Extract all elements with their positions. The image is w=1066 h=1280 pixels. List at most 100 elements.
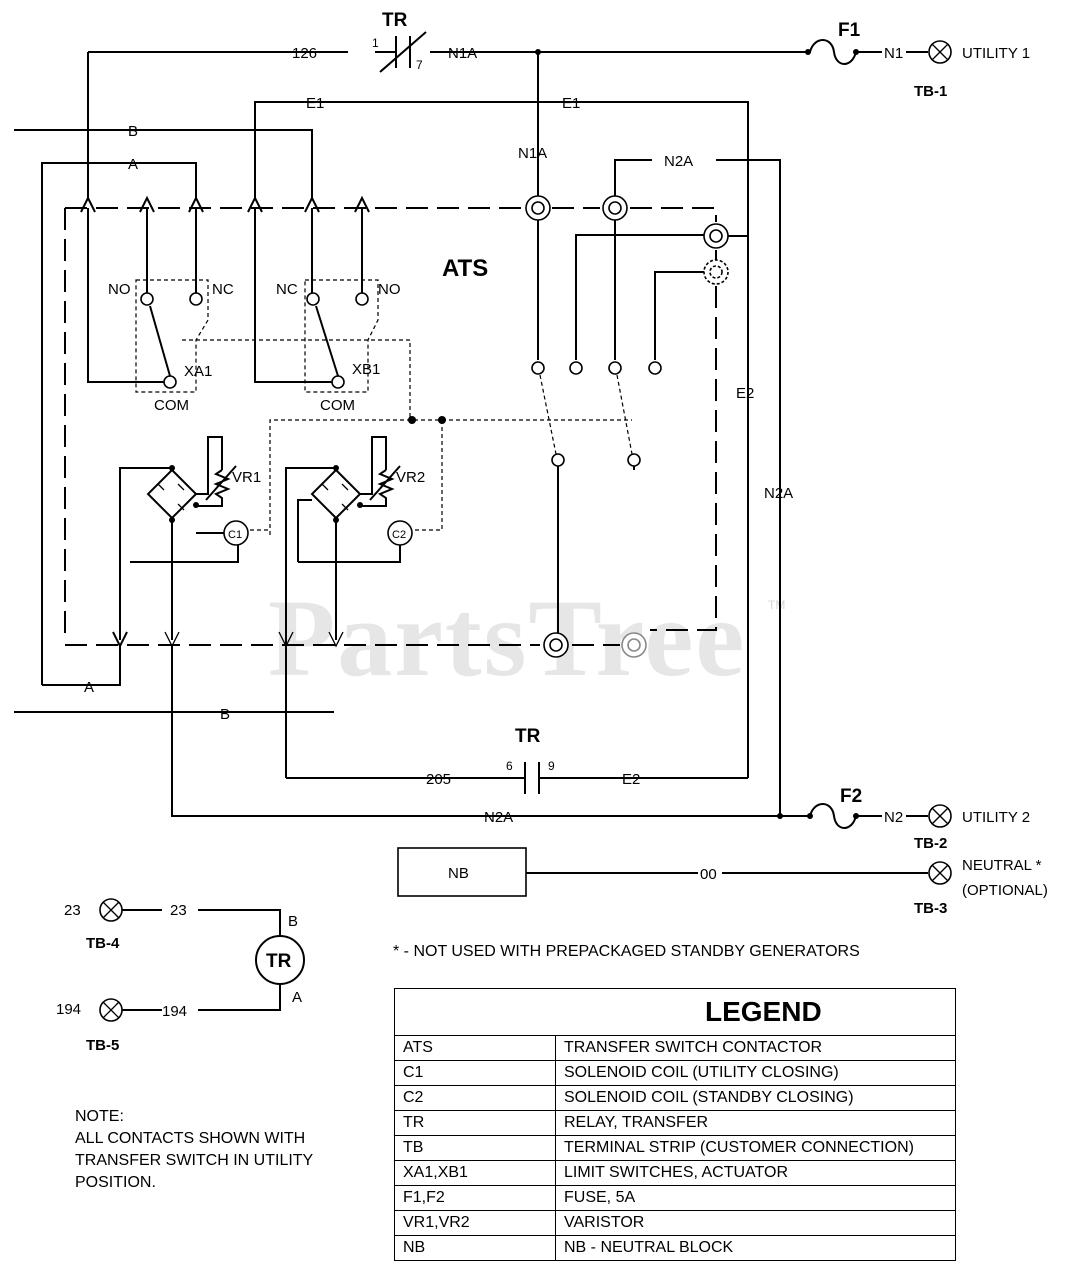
- relay-contact-1-7: [379, 31, 427, 73]
- utility-1-terminal: [928, 40, 952, 64]
- ats-contacts: [442, 361, 662, 634]
- legend-value: SOLENOID COIL (STANDBY CLOSING): [555, 1085, 956, 1111]
- wire-00-label: 00: [700, 866, 717, 883]
- rectifier-vr2-c2: [285, 436, 413, 778]
- legend-key: VR1,VR2: [394, 1210, 556, 1236]
- wire-n2-label: N2: [884, 809, 903, 826]
- neutral-label: NEUTRAL *: [962, 857, 1042, 874]
- legend-value: TRANSFER SWITCH CONTACTOR: [555, 1035, 956, 1061]
- note-line: ALL CONTACTS SHOWN WITH: [75, 1130, 306, 1147]
- legend-key: ATS: [394, 1035, 556, 1061]
- wire-n1a-vertical-label: N1A: [518, 145, 547, 162]
- rectifier-vr1-c1: [119, 436, 249, 640]
- wire-e2-right-label: E2: [736, 385, 754, 402]
- legend-value: SOLENOID COIL (UTILITY CLOSING): [555, 1060, 956, 1086]
- legend-key: F1,F2: [394, 1185, 556, 1211]
- xb1-nc-label: NC: [276, 281, 298, 298]
- legend-value: TERMINAL STRIP (CUSTOMER CONNECTION): [555, 1135, 956, 1161]
- tb-5-terminal-number: 194: [56, 1001, 81, 1018]
- actuator-arrows-top: [80, 195, 370, 213]
- optional-label: (OPTIONAL): [962, 882, 1048, 899]
- legend-key: TR: [394, 1110, 556, 1136]
- utility-1-label: UTILITY 1: [962, 45, 1030, 62]
- wire-n1a-label: N1A: [448, 45, 477, 62]
- tb-1-label: TB-1: [914, 83, 947, 100]
- wire-b-top-label: B: [128, 123, 138, 140]
- legend-value: VARISTOR: [555, 1210, 956, 1236]
- relay-tr-top-label: TR: [382, 10, 408, 31]
- xa1-no-label: NO: [108, 281, 131, 298]
- relay-tr-bottom-label: TR: [515, 726, 541, 747]
- limit-switch-xa1: [87, 208, 209, 393]
- wire-e2-bottom-label: E2: [622, 771, 640, 788]
- wire-194-label: 194: [162, 1003, 187, 1020]
- note-line: TRANSFER SWITCH IN UTILITY: [75, 1152, 314, 1169]
- limit-switch-xb1: [254, 208, 379, 393]
- vr2-label: VR2: [396, 469, 425, 486]
- fuse-f2-label: F2: [840, 786, 862, 807]
- xb1-label: XB1: [352, 361, 380, 378]
- neutral-block-label: NB: [448, 865, 469, 882]
- legend-value: LIMIT SWITCHES, ACTUATOR: [555, 1160, 956, 1186]
- wire-n2a-bottom-label: N2A: [484, 809, 513, 826]
- legend-key: TB: [394, 1135, 556, 1161]
- legend-value: NB - NEUTRAL BLOCK: [555, 1235, 956, 1261]
- wire-e1-left-label: E1: [306, 95, 324, 112]
- wire-e1-right-label: E1: [562, 95, 580, 112]
- wire-n1-label: N1: [884, 45, 903, 62]
- note-title: NOTE:: [75, 1108, 124, 1125]
- wire-126-label: 126: [292, 45, 317, 62]
- xa1-com-label: COM: [154, 397, 189, 414]
- neutral-terminal: [928, 861, 952, 885]
- relay-pin-1: 1: [372, 36, 379, 50]
- relay-coil-b-label: B: [288, 913, 298, 930]
- wire-n2a-top-label: N2A: [664, 153, 693, 170]
- actuator-arrows-bottom: [112, 631, 344, 649]
- wire-a-bottom-label: A: [84, 679, 94, 696]
- legend-title: LEGEND: [394, 988, 956, 1036]
- tb-4-label: TB-4: [86, 935, 120, 952]
- wire-b-bottom-label: B: [220, 706, 230, 723]
- fuse-f1-label: F1: [838, 20, 861, 41]
- footnote: * - NOT USED WITH PREPACKAGED STANDBY GE…: [393, 943, 860, 960]
- wire-a-top-label: A: [128, 156, 138, 173]
- utility-2-label: UTILITY 2: [962, 809, 1030, 826]
- relay-coil-label: TR: [266, 951, 292, 972]
- tb-4-terminal-number: 23: [64, 902, 81, 919]
- note-line: POSITION.: [75, 1174, 156, 1191]
- vr1-label: VR1: [232, 469, 261, 486]
- legend-key: XA1,XB1: [394, 1160, 556, 1186]
- legend-key: C1: [394, 1060, 556, 1086]
- tb-2-label: TB-2: [914, 835, 947, 852]
- legend-key: NB: [394, 1235, 556, 1261]
- fuse-f2: [809, 803, 857, 829]
- legend-value: RELAY, TRANSFER: [555, 1110, 956, 1136]
- note-block: NOTE: ALL CONTACTS SHOWN WITH TRANSFER S…: [75, 1106, 313, 1194]
- xb1-com-label: COM: [320, 397, 355, 414]
- tb-3-label: TB-3: [914, 900, 947, 917]
- relay-pin-7: 7: [416, 58, 423, 72]
- xa1-nc-label: NC: [212, 281, 234, 298]
- relay-pin-9: 9: [548, 759, 555, 773]
- wire-23-label: 23: [170, 902, 187, 919]
- fuse-f1: [809, 39, 857, 65]
- wire-n2a-right-label: N2A: [764, 485, 793, 502]
- coil-c1-label: C1: [228, 529, 242, 541]
- xb1-no-label: NO: [378, 281, 401, 298]
- xa1-label: XA1: [184, 363, 212, 380]
- legend-key: C2: [394, 1085, 556, 1111]
- relay-coil-a-label: A: [292, 989, 302, 1006]
- ats-label: ATS: [442, 255, 488, 282]
- coil-c2-label: C2: [392, 529, 406, 541]
- utility-1-line: [87, 51, 928, 200]
